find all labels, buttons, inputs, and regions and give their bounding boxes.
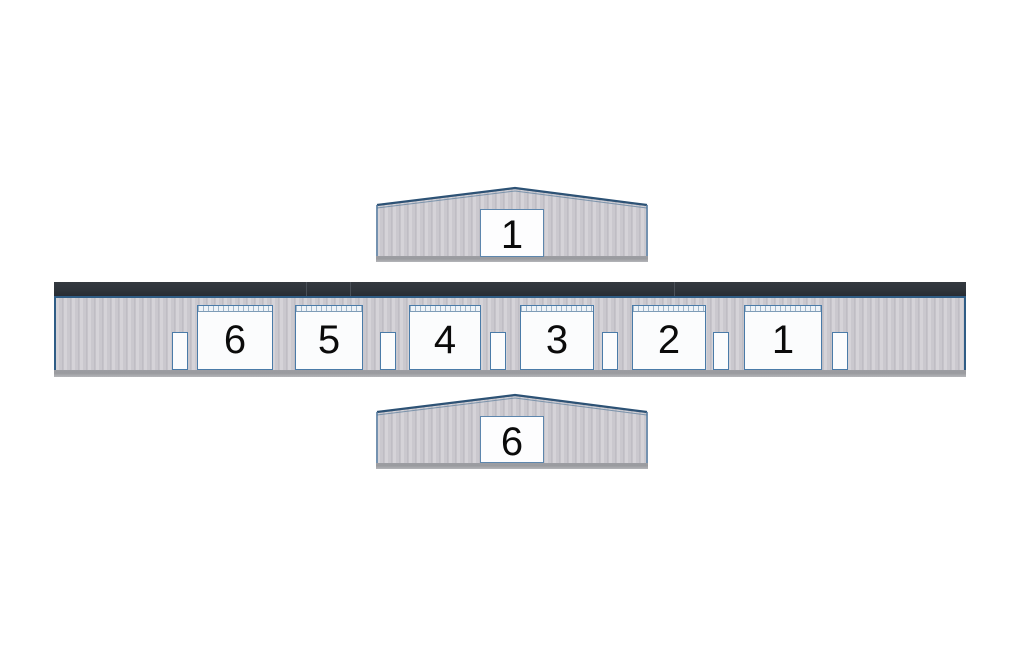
lower-gable-door[interactable]: 6	[480, 416, 544, 463]
roof-seam	[306, 282, 307, 296]
bay-door-header	[296, 306, 362, 312]
roof-seam	[674, 282, 675, 296]
main-long-elevation: 6 5 4 3 2 1	[54, 282, 966, 378]
lower-gable-door-label: 6	[500, 419, 524, 464]
personnel-door-6[interactable]	[832, 332, 848, 370]
upper-gable-door[interactable]: 1	[480, 209, 544, 257]
bay-door-1[interactable]: 1	[744, 305, 822, 370]
bay-door-label: 6	[223, 317, 247, 362]
roof-seam	[350, 282, 351, 296]
personnel-door-3[interactable]	[490, 332, 506, 370]
upper-gable-door-label: 1	[500, 213, 524, 257]
personnel-door-4[interactable]	[602, 332, 618, 370]
bay-door-3[interactable]: 3	[520, 305, 594, 370]
lower-gable-building: 6	[376, 391, 648, 469]
bay-door-label: 4	[433, 317, 457, 362]
personnel-door-1[interactable]	[172, 332, 188, 370]
bay-door-2[interactable]: 2	[632, 305, 706, 370]
bay-door-5[interactable]: 5	[295, 305, 363, 370]
bay-door-header	[410, 306, 480, 312]
bay-door-label: 5	[317, 317, 341, 362]
bay-door-label: 1	[771, 317, 795, 362]
bay-door-header	[521, 306, 593, 312]
bay-door-label: 2	[657, 317, 681, 362]
bay-door-header	[198, 306, 272, 312]
bay-door-6[interactable]: 6	[197, 305, 273, 370]
main-roof-band	[54, 282, 966, 297]
main-eave-line	[54, 296, 966, 298]
main-base-strip	[54, 370, 966, 377]
bay-door-header	[633, 306, 705, 312]
upper-gable-base	[376, 256, 648, 262]
bay-door-4[interactable]: 4	[409, 305, 481, 370]
bay-door-header	[745, 306, 821, 312]
personnel-door-5[interactable]	[713, 332, 729, 370]
main-left-trim	[54, 296, 56, 370]
main-right-trim	[964, 296, 966, 370]
lower-gable-base	[376, 463, 648, 469]
upper-gable-building: 1	[376, 186, 648, 262]
personnel-door-2[interactable]	[380, 332, 396, 370]
bay-door-label: 3	[545, 317, 569, 362]
main-wall-siding	[55, 296, 965, 370]
